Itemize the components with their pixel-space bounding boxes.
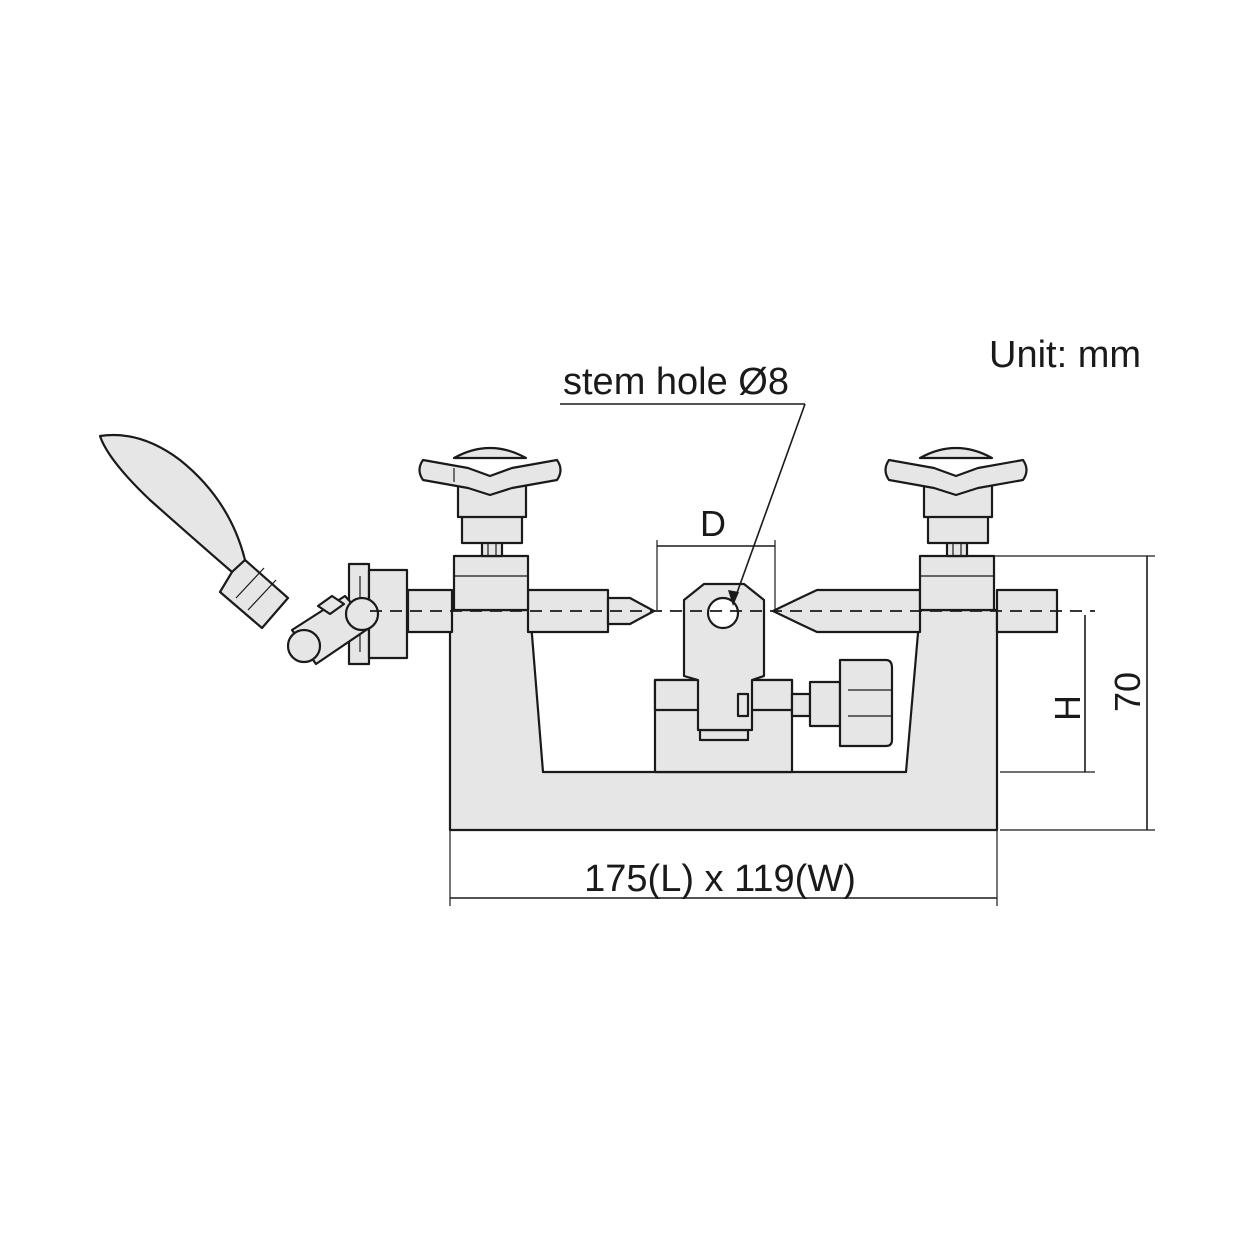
right-thumb-knob-icon <box>884 447 1028 497</box>
right-column <box>918 483 996 612</box>
dimension-height <box>994 555 1155 831</box>
right-spindle <box>771 588 1059 634</box>
left-column <box>452 483 530 612</box>
dimension-base <box>449 830 998 906</box>
dimension-h-label: H <box>1047 695 1088 721</box>
stem-hole-label: stem hole Ø8 <box>563 361 789 403</box>
stem-hole-icon <box>706 596 740 630</box>
dimension-d <box>656 540 776 610</box>
dimension-d-label: D <box>700 503 726 544</box>
unit-label: Unit: mm <box>989 334 1141 376</box>
dimension-height-label: 70 <box>1107 672 1148 712</box>
dimension-h <box>1000 615 1095 773</box>
left-thumb-knob-icon <box>418 447 562 497</box>
dimension-base-label: 175(L) x 119(W) <box>584 858 856 900</box>
clamp-screw-knob-icon <box>736 658 894 748</box>
stem-hole-leader <box>560 403 806 606</box>
lever-handle-icon <box>98 433 380 666</box>
